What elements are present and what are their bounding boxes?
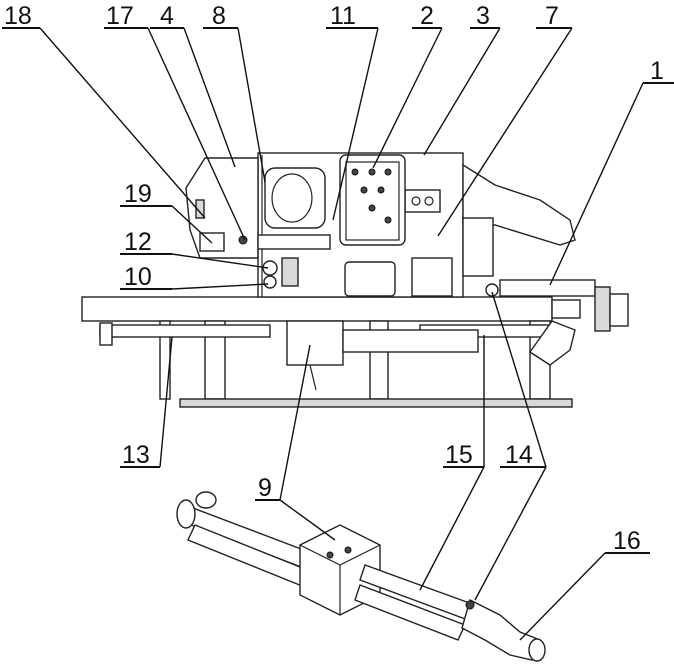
coupling	[609, 293, 629, 327]
hose-rail	[257, 234, 331, 250]
valve-block-9	[286, 320, 344, 366]
callout-2: 2	[420, 2, 434, 30]
motor-base	[411, 257, 453, 297]
callout-13: 13	[122, 441, 150, 469]
callout-11: 11	[330, 2, 356, 30]
hopper	[529, 320, 576, 366]
callout-8: 8	[212, 2, 226, 30]
leader-lines	[2, 27, 674, 641]
callout-labels: 18 17 4 8 11 2 3 7 1 19 12 10 13 9 15 14…	[4, 2, 664, 555]
callout-9: 9	[258, 474, 272, 502]
lower-cylinder-cap	[99, 322, 113, 346]
callout-19: 19	[124, 180, 152, 208]
control-box	[339, 154, 406, 246]
gauge-12	[262, 260, 278, 276]
callout-16: 16	[613, 527, 641, 555]
flange	[594, 286, 611, 332]
lower-assembly	[176, 491, 546, 662]
gauge-10	[263, 275, 277, 289]
callout-18: 18	[4, 2, 32, 30]
callout-1: 1	[650, 57, 664, 85]
manifold-8	[264, 167, 326, 229]
reservoir	[344, 261, 396, 297]
lower-cylinder-left	[99, 324, 271, 338]
pivot-14	[485, 283, 499, 297]
outlet-16	[461, 598, 541, 661]
callout-12: 12	[124, 228, 152, 256]
bracket-18	[195, 199, 205, 219]
machine-assembly	[81, 152, 629, 408]
cylinder-1	[499, 279, 596, 297]
callout-17: 17	[106, 2, 134, 30]
callout-15: 15	[445, 441, 473, 469]
callout-4: 4	[160, 2, 174, 30]
beam-end	[551, 299, 581, 319]
outlet-flange	[528, 638, 546, 662]
cylinder-13-cap	[176, 499, 196, 529]
pump-15b	[354, 584, 466, 641]
callout-7: 7	[545, 2, 559, 30]
callout-3: 3	[476, 2, 490, 30]
valve-stack	[281, 257, 299, 287]
skid-plate	[179, 398, 573, 408]
pump-cylinder-15	[342, 329, 479, 353]
terminal-box	[404, 189, 441, 213]
base-beam	[81, 296, 553, 322]
motor-body	[462, 217, 494, 277]
callout-14: 14	[505, 441, 533, 469]
callout-10: 10	[124, 263, 152, 291]
